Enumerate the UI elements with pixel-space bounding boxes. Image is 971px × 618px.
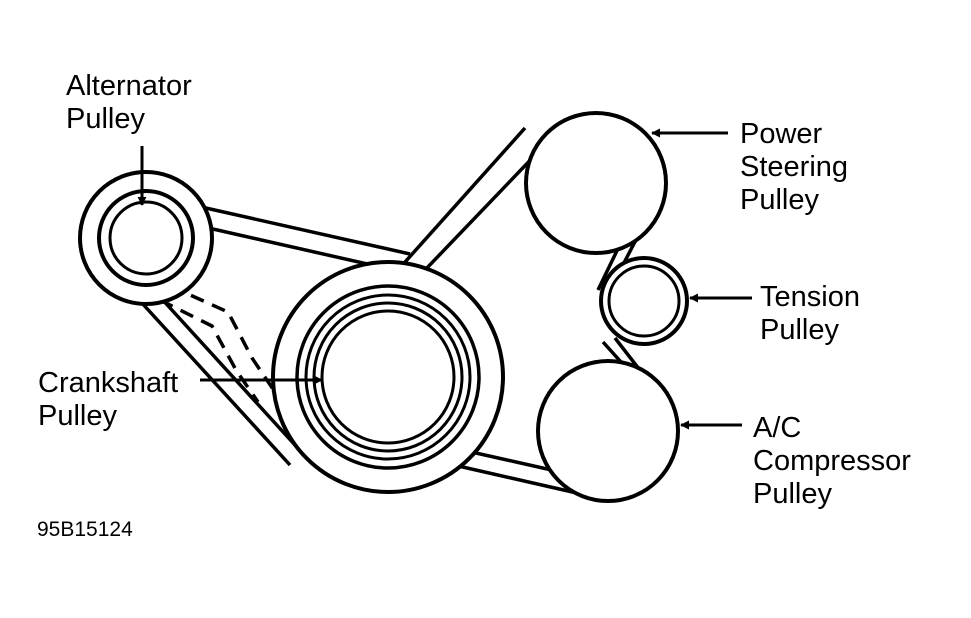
alternator-pulley	[78, 170, 214, 306]
tension-pulley-label: Tension Pulley	[760, 281, 860, 346]
leader-arrows	[137, 128, 752, 430]
alternate-belt-path	[159, 284, 277, 403]
tension-pulley	[599, 256, 689, 346]
alternator-pulley-label: Alternator Pulley	[66, 70, 192, 135]
power-steering-pulley-label: Power Steering Pulley	[740, 118, 849, 216]
power-steering-pulley	[524, 111, 668, 255]
crankshaft-pulley	[271, 260, 505, 494]
ac-compressor-pulley-label: A/C Compressor Pulley	[753, 412, 911, 510]
figure-number: 95B15124	[37, 518, 133, 541]
ac-compressor-pulley	[536, 359, 680, 503]
crankshaft-pulley-label: Crankshaft Pulley	[38, 367, 179, 432]
